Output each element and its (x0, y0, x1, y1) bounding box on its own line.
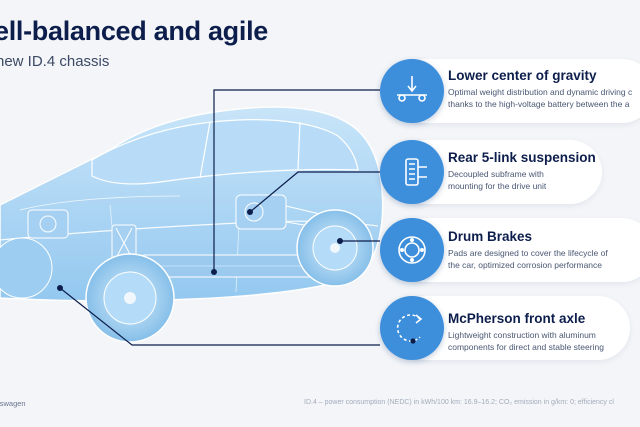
rear-mechanics (235, 194, 323, 230)
brand-name: kswagen (0, 399, 26, 408)
drum-brake-icon (380, 218, 444, 282)
steering-axle-icon (380, 296, 444, 360)
feature-desc-line: the car, optimized corrosion performance (448, 260, 603, 270)
feature-title: Drum Brakes (448, 229, 533, 244)
feature-text-gravity: Lower center of gravity Optimal weight d… (448, 68, 632, 110)
feature-desc-line: Lightweight construction with aluminum (448, 330, 596, 340)
leader-lines (59, 89, 380, 346)
footnote: ID.4 – power consumption (NEDC) in kWh/1… (304, 399, 614, 406)
feature-desc-line: Optimal weight distribution and dynamic … (448, 87, 633, 97)
feature-text-axle: McPherson front axle Lightweight constru… (448, 311, 604, 353)
feature-text-suspension: Rear 5-link suspension Decoupled subfram… (448, 150, 596, 192)
far-front-wheel (0, 237, 53, 299)
car-windows (91, 119, 359, 185)
feature-title: Lower center of gravity (448, 68, 597, 83)
feature-desc-line: mounting for the drive unit (448, 181, 547, 191)
suspension-icon (380, 140, 444, 204)
page-subtitle: new ID.4 chassis (0, 53, 110, 70)
page-title: ell-balanced and agile (0, 16, 268, 46)
front-wheel (85, 253, 175, 343)
feature-title: Rear 5-link suspension (448, 150, 596, 165)
feature-desc-line: components for direct and stable steerin… (448, 342, 604, 352)
feature-text-brakes: Drum Brakes Pads are designed to cover t… (448, 229, 608, 271)
front-mechanics (27, 209, 137, 262)
rear-wheel (296, 209, 374, 287)
feature-desc-line: Decoupled subframe with (448, 169, 544, 179)
feature-desc-line: Pads are designed to cover the lifecycle… (448, 248, 608, 258)
feature-desc-line: thanks to the high-voltage battery betwe… (448, 99, 630, 109)
center-of-gravity-icon (380, 59, 444, 123)
feature-title: McPherson front axle (448, 311, 586, 326)
